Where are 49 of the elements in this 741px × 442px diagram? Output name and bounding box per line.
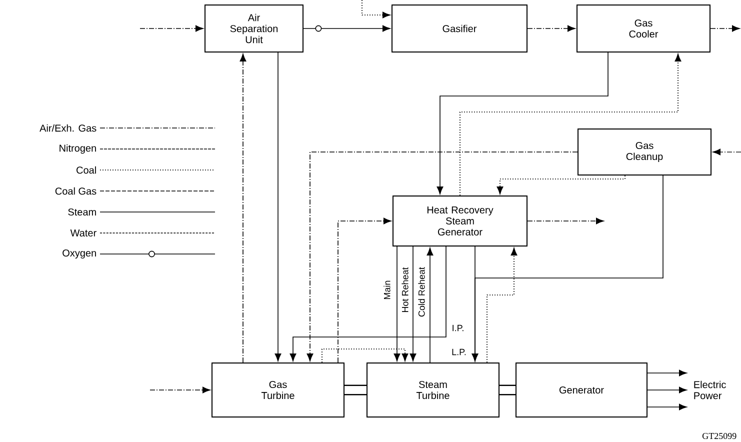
process-box: Gasifier — [392, 4, 528, 52]
legend-label: Steam — [68, 208, 96, 216]
arrow — [140, 25, 204, 32]
edge-label: Main — [382, 279, 392, 301]
arrow — [436, 52, 608, 194]
edge-label: L.P. — [450, 348, 468, 356]
shaft-line — [344, 384, 366, 396]
arrow — [472, 246, 478, 362]
legend-label: Oxygen — [62, 249, 96, 259]
legend-label: Air/Exh. Gas — [40, 124, 96, 132]
arrow — [527, 218, 604, 224]
shaft-line — [500, 384, 516, 396]
process-box: Air Separation Unit — [204, 4, 304, 52]
process-box: Steam Turbine — [366, 362, 500, 418]
process-box: Gas Cleanup — [578, 128, 712, 176]
arrow — [486, 248, 518, 363]
legend-label: Water — [70, 230, 96, 236]
arrow — [274, 52, 282, 362]
arrow — [647, 404, 687, 410]
arrow — [647, 386, 687, 394]
legend-label: Nitrogen — [60, 144, 96, 154]
process-box: Heat Recovery Steam Generator — [392, 196, 528, 246]
arrow — [712, 148, 741, 156]
legend-label: Coal — [76, 166, 96, 174]
arrow — [527, 25, 576, 32]
arrow — [710, 25, 740, 32]
arrow — [322, 348, 408, 363]
arrow — [496, 175, 626, 194]
edge-label: Hot Reheat — [400, 266, 410, 314]
arrow — [306, 152, 578, 362]
arrow — [460, 54, 682, 196]
process-box: Gas Turbine — [212, 362, 344, 418]
process-box: Gas Cooler — [576, 4, 710, 52]
arrow — [338, 218, 392, 363]
process-box: Generator — [516, 362, 648, 418]
arrow — [150, 386, 210, 394]
edge-label: I.P. — [451, 324, 465, 332]
arrow — [410, 246, 416, 362]
legend-label: Coal Gas — [55, 187, 96, 195]
arrow — [362, 0, 390, 18]
arrow — [394, 246, 400, 362]
arrow — [303, 25, 390, 32]
arrow — [647, 370, 687, 376]
drawing-number: GT25099 — [702, 432, 736, 440]
output-label: Electric Power — [694, 380, 726, 400]
arrow — [290, 246, 446, 362]
edge-label: Cold Reheat — [417, 266, 426, 318]
arrow — [426, 248, 434, 363]
arrow — [240, 54, 246, 363]
